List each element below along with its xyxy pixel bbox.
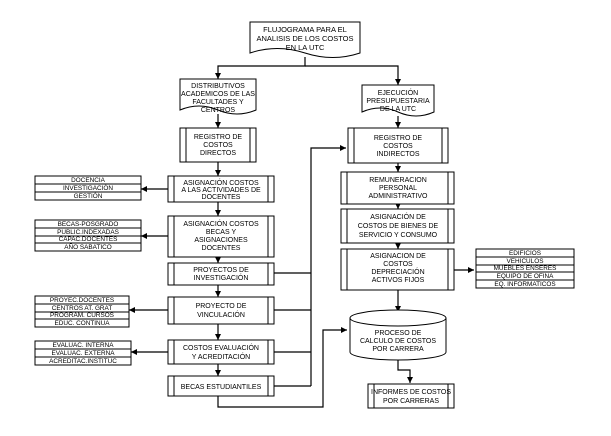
informes-node: INFORMES DE COSTOS POR CARRERAS [367, 383, 455, 409]
proy-vinc-line-2: VINCULACIÓN [197, 310, 245, 319]
remuneracion-line-1: REMUNERACION [369, 177, 427, 184]
costos-evaluacion-node: COSTOS EVALUACIÓN Y ACREDITACIÓN [167, 339, 275, 365]
ejecucion-line-3: DE LA UTC [380, 106, 416, 113]
proceso-line-2: CALCULO DE COSTOS [360, 338, 436, 345]
distributivos-node: DISTRIBUTIVOS ACADEMICOS DE LAS FACULTAD… [179, 78, 257, 115]
asig-becas-line-1: ASIGNACIÓN COSTOS [183, 219, 259, 228]
distributivos-line-2: ACADEMICOS DE LAS [181, 91, 255, 98]
list-vinculacion-item: EDUC. CONTINUA [54, 320, 110, 327]
remuneracion-line-2: PERSONAL [379, 185, 417, 192]
connector-title-right [305, 65, 401, 85]
list-docencia: DOCENCIA INVESTIGACIÓN GESTIÓN [34, 175, 142, 201]
list-becas-item: AÑO SABATICO [64, 242, 111, 251]
proceso-calculo-node: PROCESO DE CALCULO DE COSTOS POR CARRERA [349, 309, 447, 361]
list-activos: EDIFICIOS VEHICULOS MUEBLES ENSERES EQUI… [475, 248, 575, 289]
asig-becas-line-3: ASIGNACIONES [194, 237, 248, 244]
connector-bus-vertical [310, 145, 346, 386]
registro-indirectos-line-2: COSTOS [383, 143, 413, 150]
list-evaluacion-item: ACREDITAC.INSTITUC [49, 358, 117, 365]
informes-line-1: INFORMES DE COSTOS [371, 389, 451, 396]
list-docencia-item: DOCENCIA [71, 177, 105, 184]
list-becas-item: PUBLIC.INDEXADAS [57, 229, 119, 236]
ejecucion-line-1: EJECUCIÓN [378, 88, 418, 97]
connectors [129, 57, 474, 408]
informes-line-2: POR CARRERAS [383, 398, 439, 405]
registro-directos-line-3: DIRECTOS [200, 150, 236, 157]
bienes-line-2: COSTOS DE BIENES DE [358, 223, 439, 230]
list-docencia-item: INVESTIGACIÓN [63, 183, 113, 192]
costos-eval-line-1: COSTOS EVALUACIÓN [183, 343, 259, 352]
depreciacion-line-2: COSTOS [383, 261, 413, 268]
list-activos-item: EDIFICIOS [509, 250, 541, 257]
list-becas: BECAS-POSGRADO PUBLIC.INDEXADAS CAPAC.DO… [34, 219, 142, 252]
asig-becas-line-2: BECAS Y [206, 229, 237, 236]
list-evaluacion-item: EVALUAC. INTERNA [53, 342, 115, 349]
title-node: FLUJOGRAMA PARA EL ANALISIS DE LOS COSTO… [249, 21, 361, 58]
proyectos-investigacion-node: PROYECTOS DE INVESTIGACIÓN [167, 262, 275, 286]
list-activos-item: EQ. INFORMATICOS [494, 281, 555, 288]
registro-indirectos-node: REGISTRO DE COSTOS INDIRECTOS [347, 127, 449, 164]
becas-est-line-1: BECAS ESTUDIANTILES [181, 384, 262, 391]
registro-indirectos-line-1: REGISTRO DE [374, 135, 423, 142]
remuneracion-line-3: ADMINISTRATIVO [369, 193, 429, 200]
ejecucion-line-2: PRESUPUESTARIA [366, 98, 430, 105]
proy-inv-line-2: INVESTIGACIÓN [194, 273, 249, 282]
costos-eval-line-2: Y ACREDITACIÓN [192, 352, 250, 361]
list-activos-item: MUEBLES ENSERES [494, 265, 557, 272]
proceso-line-3: POR CARRERA [372, 346, 424, 353]
bienes-line-3: SERVICIO Y CONSUMO [359, 232, 438, 239]
asig-becas-line-4: DOCENTES [202, 245, 241, 252]
connector-title-split [215, 57, 306, 79]
proy-vinc-line-1: PROYECTO DE [196, 303, 247, 310]
list-evaluacion: EVALUAC. INTERNA EVALUAC. EXTERNA ACREDI… [34, 340, 132, 366]
connector-process-informes [397, 360, 413, 383]
registro-directos-line-1: REGISTRO DE [194, 134, 243, 141]
list-becas-item: BECAS-POSGRADO [58, 221, 119, 228]
depreciacion-line-4: ACTIVOS FIJOS [372, 277, 425, 284]
registro-indirectos-line-3: INDIRECTOS [376, 151, 419, 158]
distributivos-line-4: CENTROS [201, 107, 236, 114]
ejecucion-node: EJECUCIÓN PRESUPUESTARIA DE LA UTC [361, 84, 435, 117]
registro-directos-line-2: COSTOS [203, 142, 233, 149]
list-docencia-item: GESTIÓN [74, 191, 103, 200]
asig-docentes-line-3: DOCENTES [202, 194, 241, 201]
depreciacion-node: ASIGNACION DE COSTOS DEPRECIACIÓN ACTIVO… [340, 248, 455, 291]
asignacion-becas-node: ASIGNACIÓN COSTOS BECAS Y ASIGNACIONES D… [167, 215, 275, 258]
list-vinculacion: PROYEC.DOCENTES CENTROS AT. GRAT PROGRAM… [34, 295, 130, 328]
depreciacion-line-3: DEPRECIACIÓN [371, 267, 424, 276]
title-line-3: EN LA UTC [286, 43, 325, 52]
distributivos-line-1: DISTRIBUTIVOS [191, 83, 245, 90]
becas-estudiantiles-node: BECAS ESTUDIANTILES [167, 375, 275, 397]
depreciacion-line-1: ASIGNACION DE [370, 253, 426, 260]
bienes-servicio-node: ASIGNACIÓN DE COSTOS DE BIENES DE SERVIC… [340, 208, 455, 244]
title-line-1: FLUJOGRAMA PARA EL [263, 25, 347, 34]
list-activos-item: EQUIPO DE OFINA [497, 273, 555, 280]
list-vinculacion-item: PROYEC.DOCENTES [50, 297, 114, 304]
list-vinculacion-item: PROGRAM. CURSOS [50, 312, 114, 319]
list-evaluacion-item: EVALUAC. EXTERNA [51, 350, 115, 357]
distributivos-line-3: FACULTADES Y [192, 99, 244, 106]
asig-docentes-line-1: ASIGNACIÓN COSTOS [183, 178, 259, 187]
list-activos-item: VEHICULOS [507, 258, 544, 265]
proy-inv-line-1: PROYECTOS DE [193, 267, 249, 274]
proceso-line-1: PROCESO DE [375, 330, 422, 337]
bienes-line-1: ASIGNACIÓN DE [370, 212, 426, 221]
asig-docentes-line-2: A LAS ACTIVIDADES DE [181, 187, 261, 194]
list-vinculacion-item: CENTROS AT. GRAT [52, 305, 113, 312]
remuneracion-node: REMUNERACION PERSONAL ADMINISTRATIVO [340, 171, 455, 205]
list-becas-item: CAPAC.DOCENTES [59, 236, 118, 243]
title-line-2: ANALISIS DE LOS COSTOS [257, 34, 354, 43]
connector-bottom-loop [217, 327, 347, 408]
registro-directos-node: REGISTRO DE COSTOS DIRECTOS [179, 127, 257, 163]
proyecto-vinculacion-node: PROYECTO DE VINCULACIÓN [167, 296, 275, 325]
asignacion-docentes-node: ASIGNACIÓN COSTOS A LAS ACTIVIDADES DE D… [167, 175, 275, 203]
